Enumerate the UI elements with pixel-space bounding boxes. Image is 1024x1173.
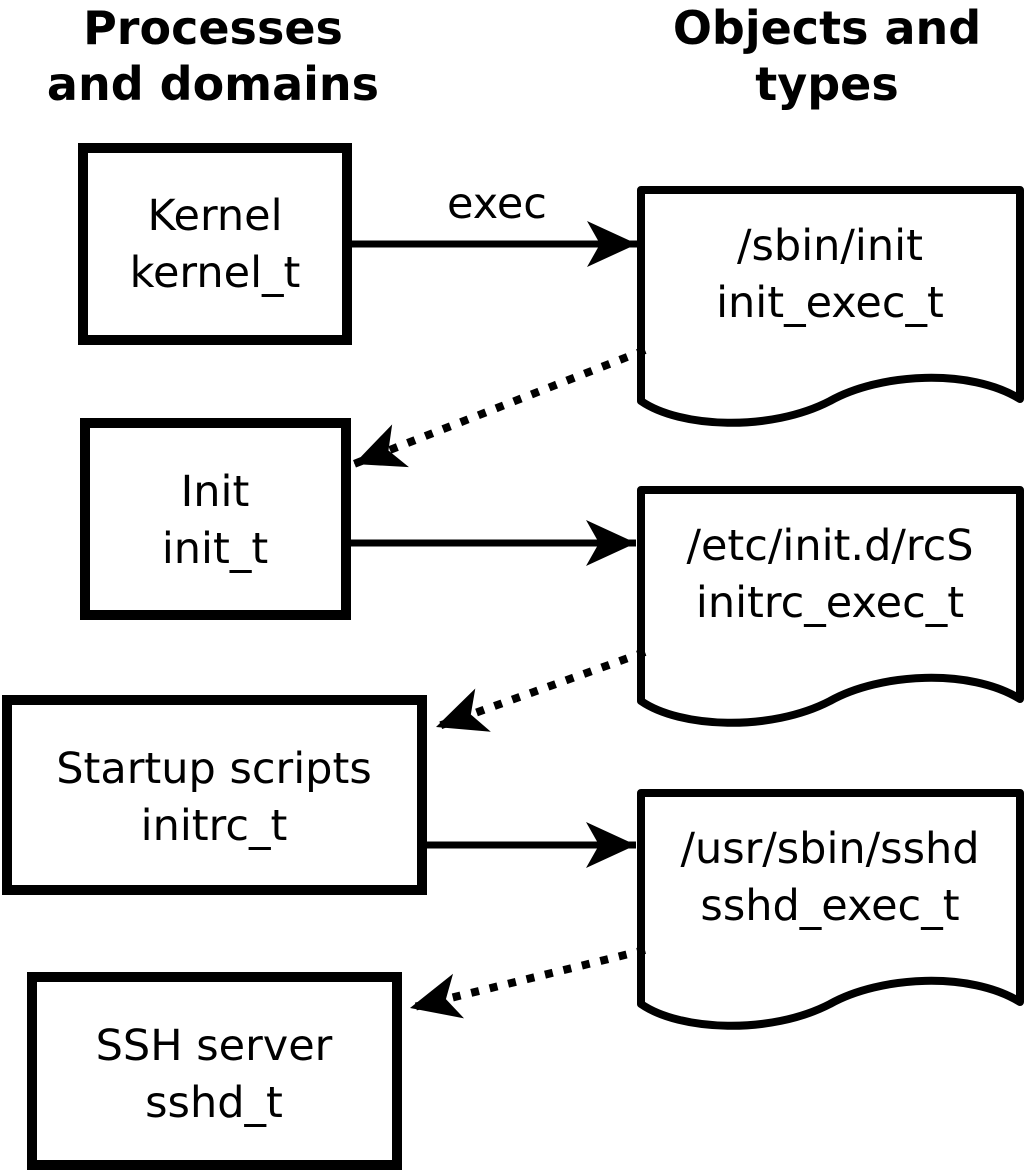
transition-arrow-sshdexec-to-sshd	[409, 946, 646, 1019]
process-init-type: init_t	[162, 524, 268, 574]
object-usr-sbin-sshd-path: /usr/sbin/sshd	[680, 824, 979, 874]
edge-label-exec: exec	[447, 179, 547, 229]
process-startup-scripts-type: initrc_t	[141, 801, 288, 851]
object-usr-sbin-sshd-type: sshd_exec_t	[700, 881, 959, 931]
column-header-objects-line2: types	[755, 57, 898, 111]
process-box-init	[80, 418, 351, 620]
object-etc-initd-rcs-type: initrc_exec_t	[696, 578, 964, 628]
process-ssh-server-label: SSH server	[96, 1021, 333, 1071]
object-sbin-init-type: init_exec_t	[716, 278, 944, 328]
process-box-startup-scripts	[2, 695, 427, 895]
object-etc-initd-rcs-path: /etc/init.d/rcS	[686, 521, 973, 571]
process-box-kernel	[78, 143, 352, 345]
process-ssh-server-type: sshd_t	[145, 1078, 283, 1128]
transition-arrow-initexec-to-init	[352, 346, 647, 468]
column-header-processes-line2: and domains	[47, 57, 379, 111]
process-init-label: Init	[181, 467, 250, 517]
object-sbin-init-path: /sbin/init	[737, 221, 923, 271]
process-kernel-type: kernel_t	[130, 248, 301, 298]
column-header-processes-line1: Processes	[83, 1, 343, 55]
process-startup-scripts-label: Startup scripts	[56, 744, 372, 794]
transition-arrow-initrcexec-to-initrc	[434, 648, 647, 732]
process-box-ssh-server	[27, 972, 402, 1170]
column-header-objects-line1: Objects and	[673, 1, 981, 55]
process-kernel-label: Kernel	[147, 191, 282, 241]
